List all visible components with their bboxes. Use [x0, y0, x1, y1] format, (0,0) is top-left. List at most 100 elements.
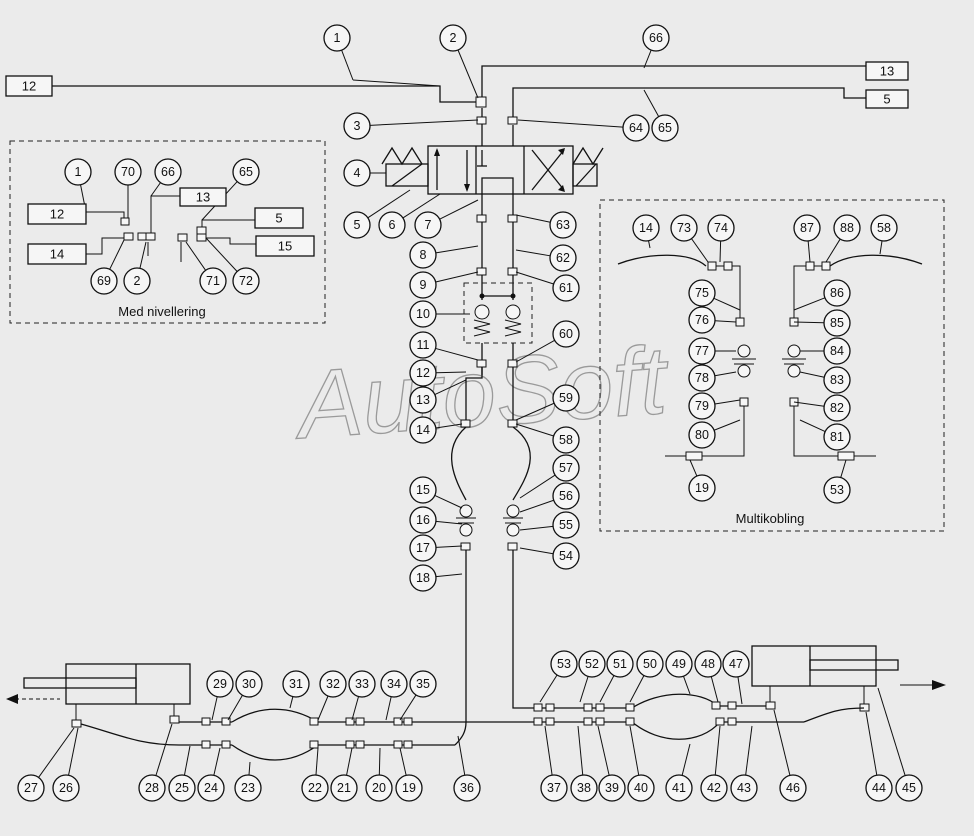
leader-line	[435, 573, 463, 578]
callout-label: 58	[559, 433, 573, 447]
ref-box: 12	[27, 203, 87, 225]
callout-label: 53	[830, 483, 844, 497]
leader-line	[689, 459, 698, 477]
leader-line	[435, 245, 479, 254]
leader-line	[713, 297, 741, 311]
callout-64: 64	[622, 114, 650, 142]
callout-label: 53	[557, 657, 571, 671]
leader-line	[378, 747, 381, 776]
callout-label: 44	[872, 781, 886, 795]
callout-43: 43	[730, 774, 758, 802]
callout-label: 82	[830, 401, 844, 415]
callout-77: 77	[688, 337, 716, 365]
callout-label: 85	[830, 316, 844, 330]
leader-line	[629, 675, 645, 703]
ref-box: 12	[5, 75, 53, 97]
leader-line	[434, 494, 463, 509]
callout-66: 66	[154, 158, 182, 186]
callout-8: 8	[409, 241, 437, 269]
callout-label: 43	[737, 781, 751, 795]
leader-line	[155, 723, 173, 776]
callout-label: 64	[629, 121, 643, 135]
callout-65: 65	[651, 114, 679, 142]
callout-label: 62	[556, 251, 570, 265]
callout-label: 87	[800, 221, 814, 235]
callout-73: 73	[670, 214, 698, 242]
callout-5: 5	[343, 211, 371, 239]
leader-line	[317, 695, 329, 721]
callout-72: 72	[232, 267, 260, 295]
leader-line	[213, 747, 221, 776]
leader-line	[139, 241, 147, 269]
callout-label: 65	[239, 165, 253, 179]
multi-coupling-section: Multikobling	[599, 199, 945, 532]
callout-label: 37	[547, 781, 561, 795]
callout-33: 33	[348, 670, 376, 698]
leader-line	[714, 399, 741, 405]
callout-label: 45	[902, 781, 916, 795]
leader-line	[713, 419, 741, 431]
callout-62: 62	[549, 244, 577, 272]
callout-label: 4	[354, 166, 361, 180]
ref-box-label: 12	[22, 79, 36, 94]
callout-label: 7	[425, 218, 432, 232]
leader-line	[205, 237, 238, 272]
leader-line	[807, 240, 811, 263]
callout-label: 41	[672, 781, 686, 795]
leader-line	[351, 696, 360, 721]
callout-label: 76	[695, 313, 709, 327]
leader-line	[597, 725, 610, 776]
leader-line	[683, 676, 691, 695]
callout-label: 50	[643, 657, 657, 671]
callout-label: 8	[420, 248, 427, 262]
callout-79: 79	[688, 392, 716, 420]
callout-53: 53	[550, 650, 578, 678]
callout-label: 35	[416, 677, 430, 691]
leveling-section: Med nivellering	[9, 140, 326, 324]
callout-label: 79	[695, 399, 709, 413]
ref-box: 5	[254, 207, 304, 229]
callout-label: 71	[206, 274, 220, 288]
callout-label: 49	[672, 657, 686, 671]
leader-line	[691, 238, 709, 263]
callout-48: 48	[694, 650, 722, 678]
callout-23: 23	[234, 774, 262, 802]
ref-box-label: 14	[50, 247, 64, 262]
callout-label: 26	[59, 781, 73, 795]
callout-21: 21	[330, 774, 358, 802]
callout-label: 46	[786, 781, 800, 795]
callout-54: 54	[552, 542, 580, 570]
callout-label: 17	[416, 541, 430, 555]
callout-84: 84	[823, 337, 851, 365]
callout-41: 41	[665, 774, 693, 802]
callout-label: 73	[677, 221, 691, 235]
callout-19: 19	[688, 474, 716, 502]
leader-line	[211, 696, 218, 721]
leader-line	[773, 709, 791, 776]
callout-18: 18	[409, 564, 437, 592]
ref-box-label: 13	[196, 190, 210, 205]
leader-line	[435, 271, 479, 283]
callout-61: 61	[552, 274, 580, 302]
callout-59: 59	[552, 384, 580, 412]
callout-66: 66	[642, 24, 670, 52]
leader-line	[457, 49, 479, 99]
leader-line	[515, 249, 551, 257]
leader-line	[439, 199, 479, 220]
callout-22: 22	[301, 774, 329, 802]
callout-label: 78	[695, 371, 709, 385]
callout-label: 34	[387, 677, 401, 691]
ref-box-label: 13	[880, 64, 894, 79]
leader-line	[399, 694, 417, 721]
callout-label: 40	[634, 781, 648, 795]
leader-line	[434, 379, 467, 395]
callout-3: 3	[343, 112, 371, 140]
callout-25: 25	[168, 774, 196, 802]
leader-line	[714, 371, 737, 377]
leader-line	[793, 321, 825, 324]
callout-label: 9	[420, 278, 427, 292]
callout-label: 22	[308, 781, 322, 795]
leader-line	[68, 727, 79, 776]
leader-line	[577, 725, 584, 776]
leveling-caption: Med nivellering	[118, 304, 205, 319]
